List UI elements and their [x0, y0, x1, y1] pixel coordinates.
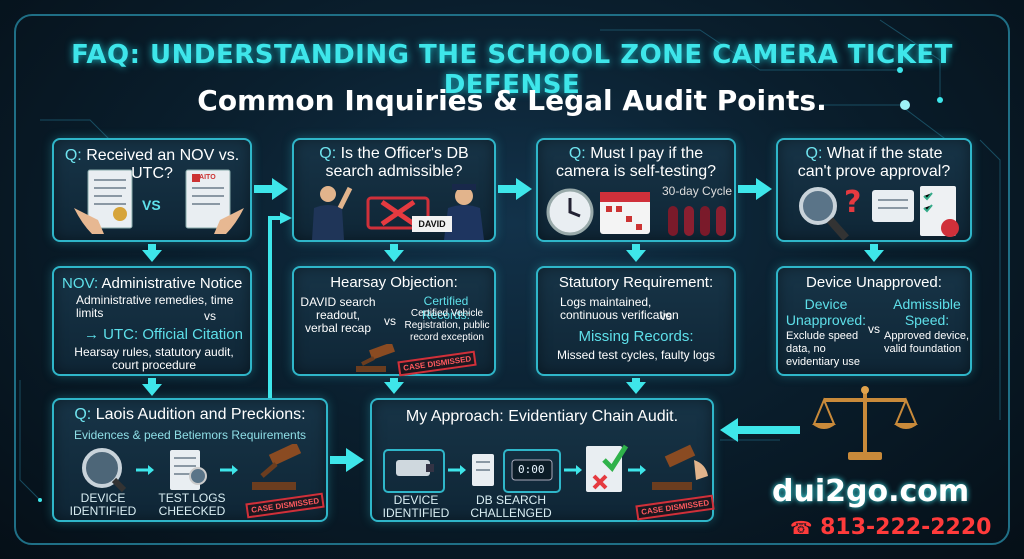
david-badge: DAVID	[412, 216, 452, 232]
laois-flow-icons	[82, 444, 302, 493]
documents-icon	[74, 169, 244, 234]
q1-q-label: Q:	[64, 147, 82, 164]
nov-heading: NOV: Administrative Notice	[62, 275, 242, 292]
brand-phone[interactable]: ☎ 813-222-2220	[790, 515, 991, 540]
clock-calendar-icon	[546, 188, 726, 236]
utc-heading: → UTC: Official Citation	[84, 326, 243, 343]
statutory-box: Statutory Requirement: Logs maintained, …	[536, 266, 736, 376]
q4-box: Q: What if the state can't prove approva…	[776, 138, 972, 242]
certified-title: Certified Records:	[421, 294, 471, 322]
q3-title: Q: Must I pay if the camera is self-test…	[538, 145, 734, 181]
q1-box: Q: Received an NOV vs. UTC? VS BAITO	[52, 138, 252, 242]
phone-icon: ☎	[790, 518, 813, 539]
hearsay-left: DAVID search readout, verbal recap	[300, 295, 376, 335]
cycle-label: 30-day Cycle	[662, 184, 733, 198]
q3-q-label: Q:	[568, 145, 586, 162]
device-left-desc: Exclude speed data, no evidentiary use	[786, 330, 860, 368]
laois-q-label: Q:	[74, 406, 92, 423]
page-title: FAQ: UNDERSTANDING THE SCHOOL ZONE CAMER…	[71, 40, 953, 100]
approach-flow-icons	[383, 444, 708, 493]
certified-desc: Certified Vehicle Registration, public r…	[404, 308, 490, 343]
laois-step1-label: DEVICE IDENTIFIED	[69, 491, 137, 518]
nov-vs: vs	[204, 309, 216, 323]
q3-question: Must I pay if the camera is self-testing…	[555, 145, 717, 180]
phone-number: 813-222-2220	[820, 515, 992, 540]
q1-vs: VS	[142, 197, 161, 213]
magnifier-checklist-icon: ?	[799, 185, 959, 240]
device-box: Device Unapproved: Device Unapproved: Ex…	[776, 266, 972, 376]
statutory-desc: Logs maintained, continuous verification	[560, 295, 679, 322]
device-right-desc: Approved device, valid foundation	[884, 330, 969, 355]
q1-question: Received an NOV vs. UTC?	[86, 147, 240, 182]
device-title: Device Unapproved:	[806, 274, 942, 291]
svg-text:?: ?	[844, 185, 861, 220]
statutory-vs: vs	[660, 309, 672, 323]
laois-question: Laois Audition and Preckions:	[95, 406, 306, 423]
q1-title: Q: Received an NOV vs. UTC?	[54, 147, 250, 183]
page-subtitle: Common Inquiries & Legal Audit Points.	[197, 84, 827, 117]
q2-box: Q: Is the Officer's DB search admissible…	[292, 138, 496, 242]
brand-website[interactable]: dui2go.com	[772, 474, 970, 509]
missing-desc: Missed test cycles, faulty logs	[556, 348, 716, 362]
outer-frame	[14, 14, 1010, 545]
officer-icon	[312, 184, 484, 240]
laois-step2-label: TEST LOGS CHEECKED	[158, 491, 226, 518]
q3-box: Q: Must I pay if the camera is self-test…	[536, 138, 736, 242]
missing-title: Missing Records:	[578, 328, 694, 345]
nov-title: Administrative Notice	[101, 275, 243, 292]
device-right-title: Admissible Speed:	[893, 296, 961, 328]
q2-question: Is the Officer's DB search admissible?	[325, 145, 469, 180]
hearsay-title: Hearsay Objection:	[330, 274, 458, 291]
approach-step2-label: DB SEARCH CHALLENGED	[470, 493, 552, 520]
q4-title: Q: What if the state can't prove approva…	[778, 145, 970, 181]
q4-question: What if the state can't prove approval?	[797, 145, 951, 180]
nov-key: NOV:	[62, 275, 99, 292]
laois-subtitle: Evidences & peed Betiemors Requirements	[73, 428, 307, 442]
device-left-title: Device Unapproved:	[785, 296, 867, 328]
approach-display: 0:00	[518, 463, 545, 476]
laois-box: Q: Laois Audition and Preckions: Evidenc…	[52, 398, 328, 522]
q1-doc-label: BAITO	[194, 174, 216, 181]
statutory-title: Statutory Requirement:	[558, 274, 714, 291]
hearsay-box: Hearsay Objection: DAVID search readout,…	[292, 266, 496, 377]
utc-desc: Hearsay rules, statutory audit, court pr…	[74, 345, 234, 372]
nov-box: NOV: Administrative Notice Administrativ…	[52, 266, 252, 376]
utc-title: Official Citation	[142, 326, 243, 343]
gavel-icon	[356, 344, 395, 372]
approach-title: My Approach: Evidentiary Chain Audit.	[405, 408, 679, 425]
q2-q-label: Q:	[319, 145, 337, 162]
approach-box: My Approach: Evidentiary Chain Audit. 0:…	[370, 398, 716, 522]
hearsay-vs: vs	[384, 314, 396, 328]
nov-desc: Administrative remedies, time limits	[76, 293, 234, 320]
laois-title: Q: Laois Audition and Preckions:	[54, 406, 326, 424]
utc-key: → UTC:	[84, 326, 139, 343]
q4-q-label: Q:	[805, 145, 823, 162]
q2-title: Q: Is the Officer's DB search admissible…	[294, 145, 494, 181]
approach-step1-label: DEVICE IDENTIFIED	[382, 493, 450, 520]
device-vs: vs	[868, 322, 880, 336]
scales-of-justice-icon	[812, 386, 918, 460]
